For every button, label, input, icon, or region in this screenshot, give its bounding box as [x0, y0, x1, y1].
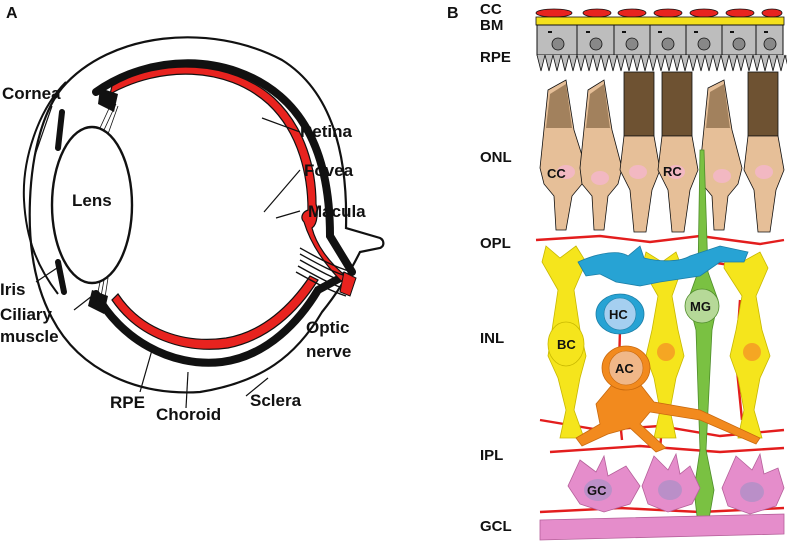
optic-nerve-tip	[339, 271, 357, 297]
cell-label-muller: MG	[690, 299, 711, 314]
cone-cell-2	[579, 79, 623, 231]
label-optic-line2: nerve	[306, 342, 351, 361]
choroid-band	[92, 59, 356, 367]
cell-label-cone: CC	[547, 166, 566, 181]
photoreceptors	[539, 71, 785, 233]
lens-shape	[50, 125, 134, 285]
muller-nucleus	[684, 288, 720, 324]
label-sclera: Sclera	[250, 391, 302, 410]
ciliary-upper	[98, 88, 118, 112]
zonule-fibers	[95, 101, 119, 305]
horizontal-cell-processes	[577, 245, 749, 287]
layer-label-inl: INL	[480, 330, 504, 347]
label-choroid: Choroid	[156, 405, 221, 424]
ganglion-nucleus-2	[658, 480, 682, 500]
panel-b: B CC BM RPE ONL OPL INL IPL GCL	[447, 1, 787, 541]
label-rpe: RPE	[110, 393, 145, 412]
ganglion-nucleus-1	[584, 479, 612, 501]
label-retina: Retina	[300, 122, 353, 141]
cell-label-bipolar: BC	[557, 337, 576, 352]
ciliary-lower	[88, 290, 108, 314]
label-cornea: Cornea	[2, 84, 61, 103]
horizontal-cell-nucleus	[603, 297, 637, 331]
cell-label-rod: RC	[663, 164, 682, 179]
amacrine-cell-nucleus	[608, 350, 644, 386]
panel-a-letter: A	[6, 5, 18, 22]
label-optic-line1: Optic	[306, 318, 349, 337]
layer-label-ipl: IPL	[480, 447, 503, 464]
layer-label-opl: OPL	[480, 235, 511, 252]
layer-label-bm: BM	[480, 17, 503, 34]
retina-lower	[111, 275, 319, 350]
label-lens: Lens	[72, 191, 112, 210]
cone-cell-3	[699, 79, 743, 231]
choriocapillaris	[535, 8, 783, 18]
label-ciliary-line2: muscle	[0, 327, 59, 346]
panel-a: A	[0, 5, 385, 424]
label-macula: Macula	[308, 202, 366, 221]
iris-upper	[55, 109, 65, 151]
cell-label-horizontal: HC	[609, 307, 628, 322]
bipolar-nucleus-label-group	[547, 321, 585, 367]
rpe-cells	[536, 24, 787, 72]
panel-b-letter: B	[447, 5, 459, 22]
label-iris: Iris	[0, 280, 26, 299]
label-ciliary-line1: Ciliary	[0, 305, 53, 324]
amacrine-cell-processes	[575, 379, 761, 453]
bipolar-nucleus-2	[657, 343, 675, 361]
layer-label-cc: CC	[480, 1, 502, 18]
bipolar-nucleus-3	[743, 343, 761, 361]
cone-cell-1	[539, 79, 587, 231]
sclera-outline	[28, 36, 385, 394]
rod-cell-3	[743, 71, 785, 233]
layer-label-rpe: RPE	[480, 49, 511, 66]
rod-cell-1	[619, 71, 661, 233]
cornea-shape	[22, 81, 67, 295]
leader-lines	[33, 105, 301, 409]
rod-cell-2	[657, 71, 699, 233]
ganglion-nucleus-3	[740, 482, 764, 502]
bruchs-membrane	[535, 16, 785, 26]
cell-label-amacrine: AC	[615, 361, 634, 376]
layer-label-onl: ONL	[480, 149, 512, 166]
cell-label-ganglion: GC	[587, 483, 607, 498]
layer-label-gcl: GCL	[480, 518, 512, 535]
label-fovea: Fovea	[304, 161, 354, 180]
